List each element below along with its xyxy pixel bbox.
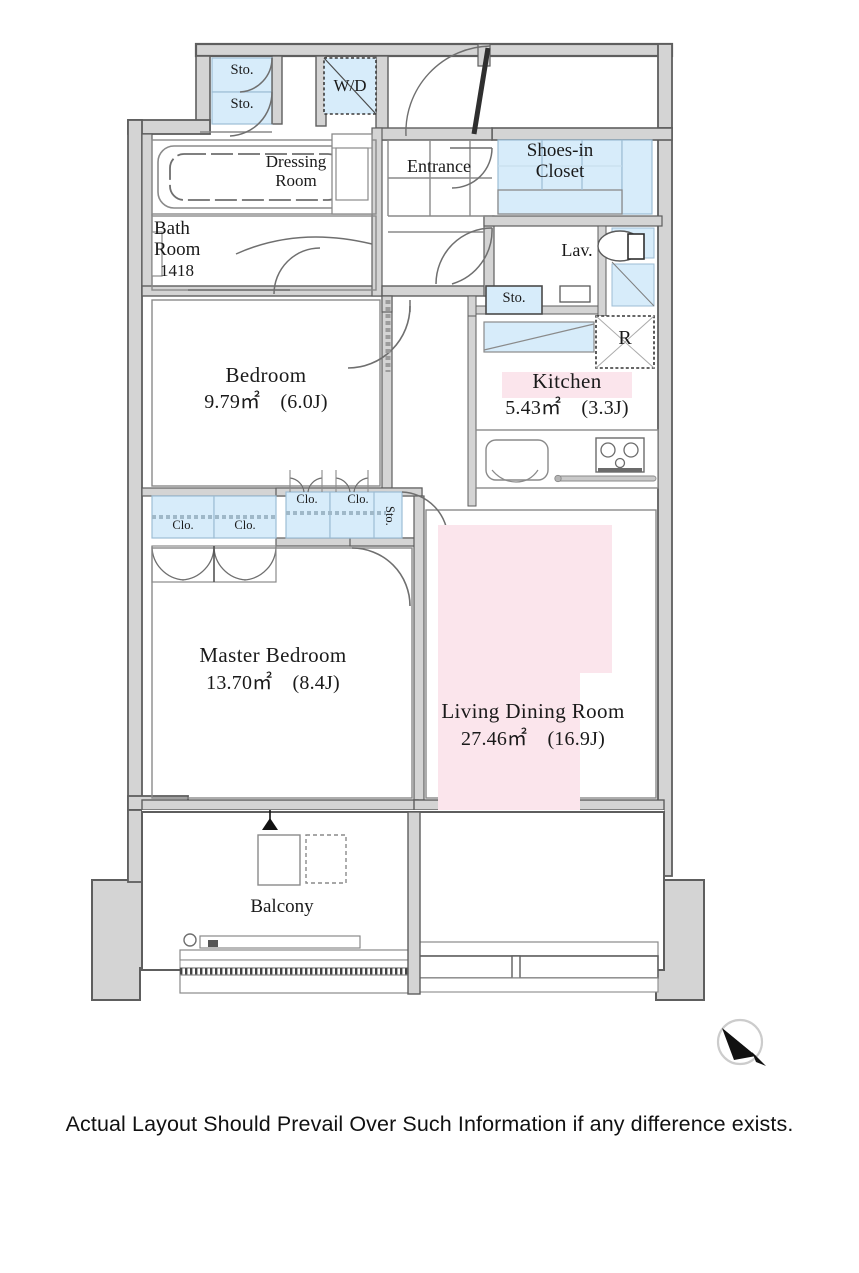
storage-label-lower: Sto.: [230, 96, 254, 112]
refrigerator-label: R: [618, 327, 632, 349]
dressing-room-label: Dressing Room: [246, 152, 346, 190]
kitchen-name: Kitchen: [532, 369, 602, 393]
bedroom-label: Bedroom 9.79㎡ (6.0J): [166, 363, 366, 413]
shoes-in-closet-label: Shoes-in Closet: [500, 140, 620, 183]
storage-label-upper: Sto.: [230, 62, 254, 78]
kitchen-label: Kitchen 5.43㎡ (3.3J): [472, 369, 662, 419]
kitchen-label-highlight: [502, 372, 632, 398]
dressing-room-label-line1: Dressing: [265, 152, 327, 171]
storage-label-hall: Sto.: [502, 290, 526, 306]
washer-dryer-label: W/D: [333, 76, 367, 95]
vanity-icon: [331, 133, 373, 215]
bathroom-window: [151, 231, 163, 277]
disclaimer-text: Actual Layout Should Prevail Over Such I…: [65, 1112, 794, 1136]
kitchen-area: 5.43㎡ (3.3J): [505, 396, 629, 419]
entrance-label: Entrance: [407, 156, 471, 176]
master-bedroom-name: Master Bedroom: [199, 643, 347, 667]
closet-label-1: Clo.: [172, 518, 194, 532]
storage-fills: [151, 57, 655, 539]
bathtub-icon: [157, 145, 355, 209]
bath-room-label-line1: Bath: [154, 218, 190, 239]
bedroom-area: 9.79㎡ (6.0J): [204, 390, 328, 413]
bedroom-name: Bedroom: [225, 363, 307, 387]
dressing-room-label-line2: Room: [275, 171, 317, 191]
closet-label-2: Clo.: [234, 518, 256, 532]
living-dining-room-label: Living Dining Room 27.46㎡ (16.9J): [408, 699, 658, 750]
bath-room-label: Bath Room 1418: [154, 218, 240, 280]
balcony-area: [141, 810, 665, 995]
living-dining-highlight: [438, 525, 612, 835]
wash-basin-icon: [559, 285, 591, 303]
master-bedroom-area: 13.70㎡ (8.4J): [206, 671, 340, 694]
shoes-in-closet-label-line1: Shoes-in: [526, 140, 594, 161]
toilet-icon: [597, 230, 645, 262]
balcony-label: Balcony: [250, 896, 314, 917]
shoes-in-closet-label-line2: Closet: [535, 161, 585, 183]
kitchen-sink-icon: [485, 439, 549, 483]
ac-outdoor-unit-placeholder-icon: [305, 834, 347, 884]
compass-rose-icon: [716, 1018, 766, 1066]
closet-label-3: Clo.: [296, 492, 318, 506]
bath-room-size-label: 1418: [160, 260, 194, 280]
door-swings: [151, 45, 493, 607]
refrigerator-icon: [595, 315, 655, 369]
bath-room-label-line2: Room: [154, 239, 201, 261]
master-bedroom-label: Master Bedroom 13.70㎡ (8.4J): [162, 643, 384, 694]
gas-stove-icon: [595, 437, 645, 473]
water-tap-icon: [183, 933, 197, 947]
balcony-direction-marker-icon: [262, 818, 278, 830]
lavatory-label: Lav.: [561, 240, 593, 260]
ac-outdoor-unit-icon: [257, 834, 301, 886]
storage-label-vertical: Sto.: [383, 506, 397, 526]
closet-label-4: Clo.: [347, 492, 369, 506]
living-dining-room-area: 27.46㎡ (16.9J): [461, 727, 605, 750]
living-dining-room-name: Living Dining Room: [441, 699, 625, 723]
kitchen-counter: [475, 429, 659, 489]
